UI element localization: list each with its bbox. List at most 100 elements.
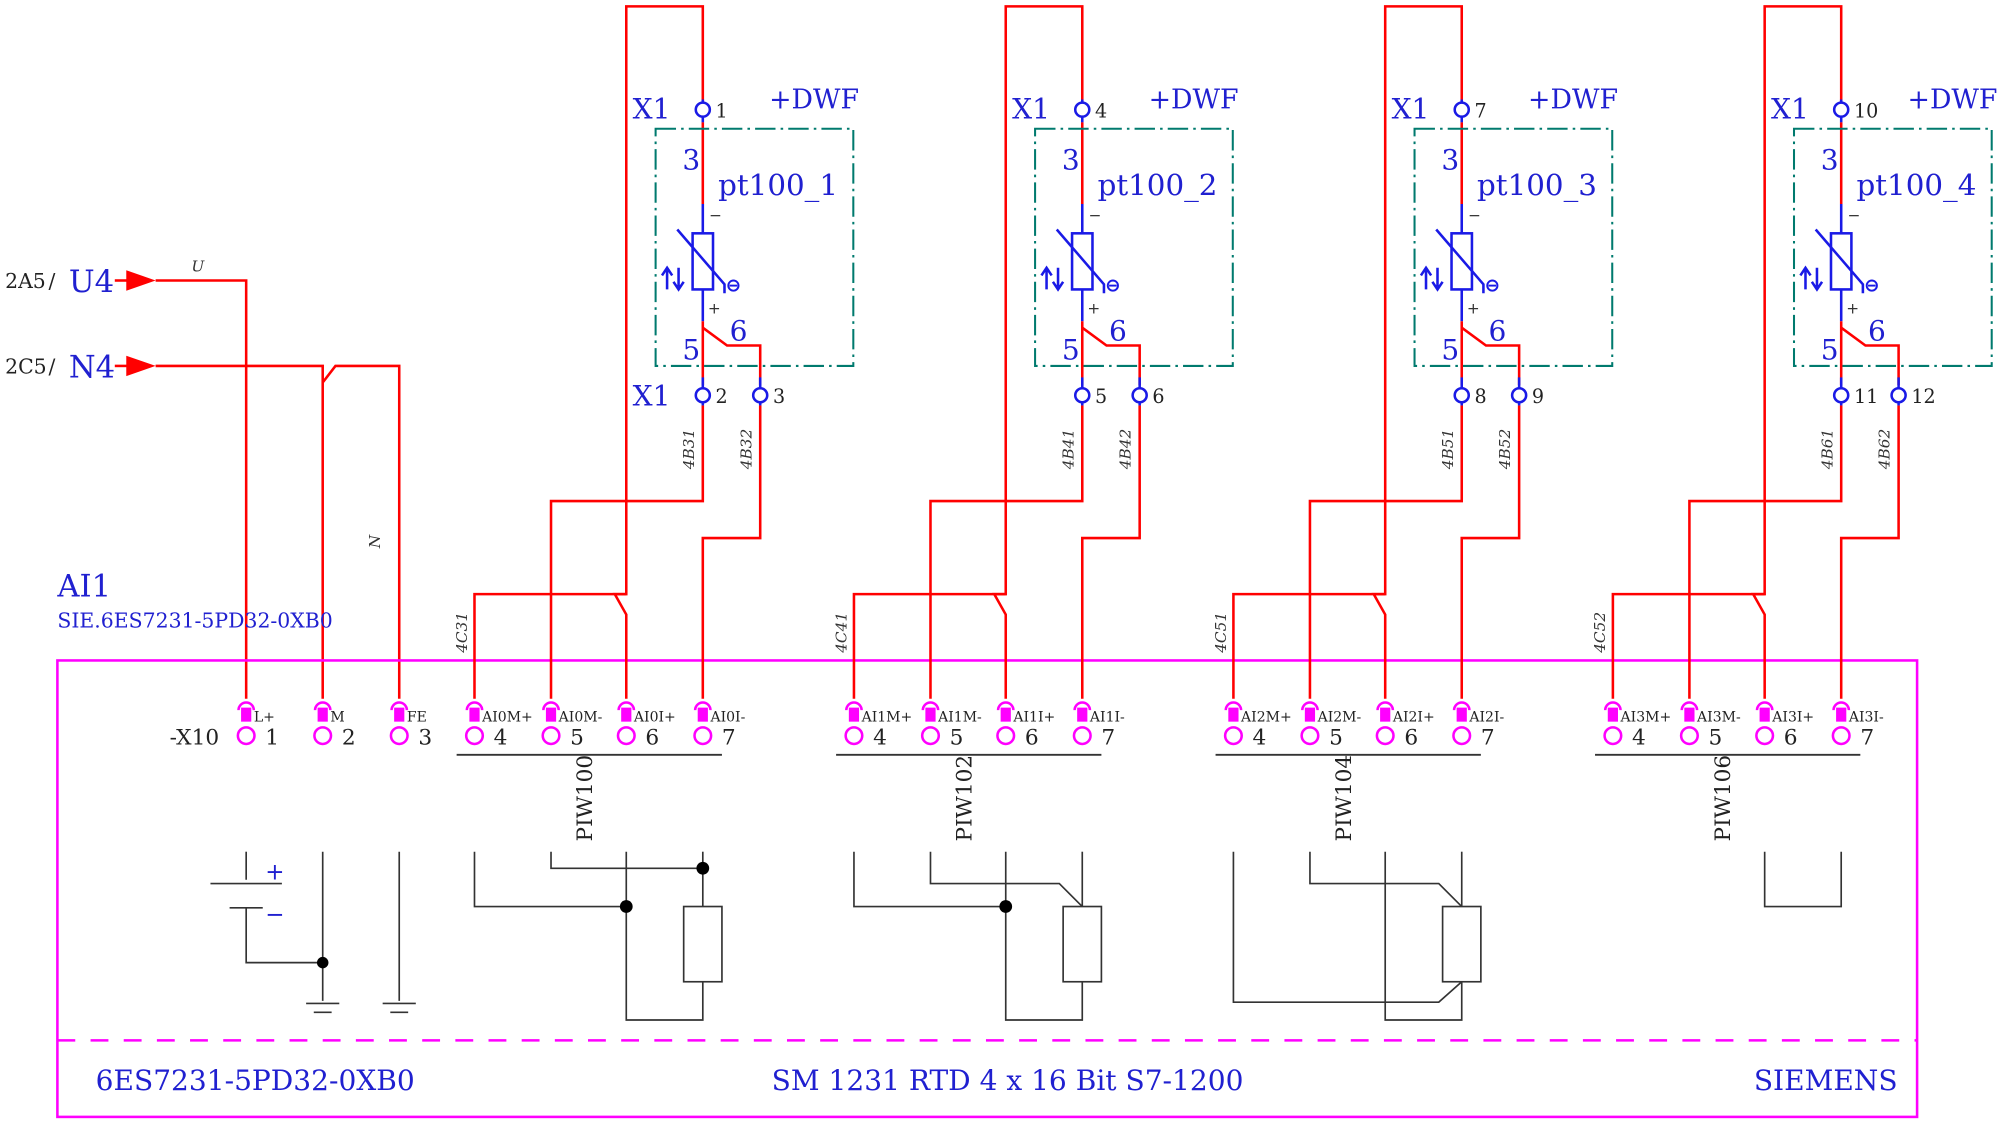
ai-terminal[interactable]: AI3M-5 (1679, 701, 1741, 751)
x1-terminal-number: 1 (716, 99, 728, 122)
terminal-screw[interactable] (541, 726, 561, 746)
arrow-down-icon (672, 267, 685, 292)
terminal-screw[interactable] (1452, 726, 1472, 746)
pin-label: 3 (1441, 144, 1459, 177)
ai-terminal[interactable]: AI1M+4 (844, 701, 913, 751)
terminal-number: 4 (873, 726, 887, 751)
terminal-arc (996, 701, 1015, 711)
x1-terminal-number: 6 (1152, 385, 1164, 408)
polarity-plus: + (1846, 300, 1859, 318)
terminal-arc (1755, 701, 1774, 711)
x1-terminal-bottom-2[interactable] (1890, 386, 1907, 404)
terminal-number: 7 (1860, 726, 1874, 751)
terminal-screw[interactable] (920, 726, 941, 746)
wire-u (155, 279, 248, 699)
arrow-up-icon (1799, 265, 1812, 290)
terminal-contact (1304, 707, 1316, 722)
power-terminal[interactable]: M2 (313, 701, 356, 751)
ai-terminal[interactable]: AI0M-5 (541, 701, 603, 751)
terminal-screw[interactable] (1679, 726, 1699, 746)
terminal-number: 5 (1709, 726, 1723, 751)
terminal-number: 5 (950, 726, 964, 751)
ai-terminal[interactable]: AI0I-7 (693, 701, 746, 751)
terminal-screw[interactable] (996, 726, 1016, 746)
battery-plus: + (265, 860, 284, 886)
terminal-arc (1603, 701, 1622, 711)
power-terminal[interactable]: L+1 (236, 701, 279, 751)
terminal-screw[interactable] (1831, 726, 1851, 746)
module-footer-order: 6ES7231-5PD32-0XB0 (96, 1064, 415, 1097)
rtd-thermistor-icon (1040, 228, 1119, 294)
ai-terminal[interactable]: AI2I+6 (1375, 701, 1435, 751)
ai-terminal[interactable]: AI2I-7 (1452, 701, 1505, 751)
ai-terminal[interactable]: AI3M+4 (1603, 701, 1672, 751)
terminal-label: AI1M- (937, 710, 982, 726)
terminal-strip-label: X1 (1392, 93, 1430, 126)
input-signal[interactable]: N4 (69, 350, 115, 385)
terminal-screw[interactable] (616, 726, 636, 746)
terminal-label: AI1I- (1089, 710, 1125, 726)
wire-4b-1 (549, 405, 705, 699)
terminal-screw[interactable] (389, 726, 409, 746)
terminal-screw[interactable] (1603, 726, 1623, 746)
ai-terminal[interactable]: AI3I+6 (1755, 701, 1814, 751)
terminal-label: AI0I+ (633, 710, 676, 726)
location-label: +DWF (1528, 84, 1618, 115)
wire-label: 4B42 (1117, 429, 1135, 470)
cable-label: 4C41 (832, 612, 850, 654)
terminal-screw[interactable] (313, 726, 333, 746)
sensor-name[interactable]: pt100_3 (1477, 168, 1597, 203)
wire-cable-4c (1611, 592, 1765, 699)
ai-terminal[interactable]: AI0M+4 (464, 701, 533, 751)
arrow-down-icon (1051, 267, 1065, 292)
input-signal[interactable]: U4 (69, 265, 114, 300)
x1-terminal-number: 12 (1911, 385, 1935, 408)
terminal-screw[interactable] (1375, 726, 1395, 746)
sensor-enclosure (1034, 127, 1234, 367)
x1-terminal-bottom-1[interactable] (1832, 386, 1850, 404)
x1-terminal-bottom-2[interactable] (1131, 386, 1148, 404)
arrow-up-icon (660, 265, 674, 290)
ai-terminal[interactable]: AI2M-5 (1300, 701, 1362, 751)
arrow-up-icon (1419, 265, 1433, 290)
module-tag[interactable]: AI1 (56, 570, 111, 605)
x1-terminal-top[interactable] (1832, 101, 1850, 118)
terminal-screw[interactable] (1300, 726, 1320, 746)
ai-terminal[interactable]: AI1I-7 (1072, 701, 1125, 751)
x1-terminal-bottom-1[interactable] (1453, 386, 1471, 404)
terminal-screw[interactable] (1755, 726, 1775, 746)
wire-label: 4B31 (680, 429, 698, 470)
terminal-screw[interactable] (236, 726, 256, 746)
x1-terminal-top[interactable] (1073, 101, 1091, 118)
x1-terminal-bottom-1[interactable] (1073, 386, 1091, 404)
polarity-plus: + (1087, 300, 1100, 318)
ai-terminal[interactable]: AI1I+6 (996, 701, 1055, 751)
internal-circuit (1763, 851, 1843, 908)
x1-terminal-bottom-2[interactable] (751, 386, 769, 404)
terminal-screw[interactable] (844, 726, 864, 746)
terminal-arc (390, 701, 409, 711)
terminal-screw[interactable] (693, 726, 713, 746)
power-internal-circuit: + − (210, 851, 416, 1014)
wire-label: 4B41 (1059, 429, 1077, 470)
terminal-screw[interactable] (1072, 726, 1092, 746)
wire-4b-2 (701, 405, 762, 699)
x1-terminal-bottom-2[interactable] (1510, 386, 1528, 404)
x1-terminal-top[interactable] (694, 101, 712, 118)
sensor-name[interactable]: pt100_4 (1857, 168, 1977, 203)
ai-terminal[interactable]: AI1M-5 (920, 701, 982, 751)
ai-terminal[interactable]: AI0I+6 (616, 701, 676, 751)
terminal-screw[interactable] (1223, 726, 1243, 746)
x1-terminal-top[interactable] (1453, 101, 1471, 118)
x1-terminal-bottom-1[interactable] (694, 386, 712, 404)
terminal-screw[interactable] (464, 726, 485, 746)
terminal-contact (621, 707, 632, 722)
ai-terminal[interactable]: AI2M+4 (1223, 701, 1292, 751)
terminal-arc (693, 701, 712, 711)
ai-terminal[interactable]: AI3I-7 (1831, 701, 1884, 751)
sensor-name[interactable]: pt100_1 (718, 168, 838, 203)
sensor-name[interactable]: pt100_2 (1098, 168, 1218, 203)
resistor-icon (1062, 905, 1103, 983)
power-terminal[interactable]: FE3 (389, 701, 432, 751)
